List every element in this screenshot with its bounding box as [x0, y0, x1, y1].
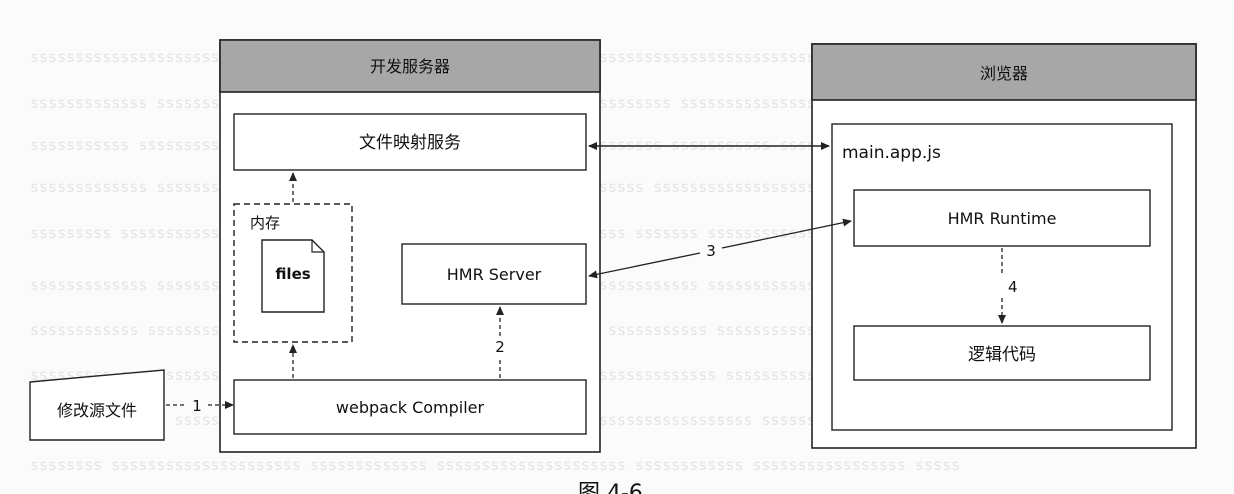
figure-caption: 图 4-6 — [578, 481, 643, 494]
hmr-runtime-label: HMR Runtime — [948, 209, 1057, 228]
hmr-server-label: HMR Server — [447, 265, 542, 284]
files-label: files — [275, 265, 310, 283]
source-edit-label: 修改源文件 — [57, 401, 137, 420]
file-map-service-label: 文件映射服务 — [359, 133, 461, 153]
edge-4: 4 — [998, 248, 1018, 324]
dev-server-header — [219, 39, 601, 93]
hmr-server-box — [401, 243, 587, 305]
edge-3: 3 — [588, 218, 852, 279]
logic-code-label: 逻辑代码 — [968, 345, 1036, 365]
svg-text:ssssssss sssssssssssssssssssss: ssssssss sssssssssssssssssssss sssssssss… — [30, 456, 960, 474]
bundle-label: main.app.js — [842, 143, 941, 163]
dev-server-container: 开发服务器 文件映射服务 内存 files HMR Server webpack… — [219, 39, 601, 453]
edge-2-label: 2 — [495, 338, 505, 356]
source-edit-node: 修改源文件 — [29, 369, 165, 441]
file-map-service-box — [233, 113, 587, 171]
edge-1: 1 — [166, 397, 234, 415]
edge-2: 2 — [495, 306, 505, 378]
files-document-icon — [261, 239, 325, 313]
webpack-compiler-box — [233, 379, 587, 435]
logic-code-box — [853, 325, 1151, 381]
webpack-compiler-label: webpack Compiler — [336, 398, 485, 417]
browser-container: 浏览器 main.app.js HMR Runtime 逻辑代码 — [811, 43, 1197, 449]
browser-header — [811, 43, 1197, 101]
edge-1-label: 1 — [192, 397, 202, 415]
browser-title: 浏览器 — [980, 64, 1028, 83]
hmr-runtime-box — [853, 189, 1151, 247]
bundle-box — [831, 123, 1173, 431]
edge-4-label: 4 — [1008, 278, 1018, 296]
dev-server-title: 开发服务器 — [370, 57, 450, 76]
edge-3-label: 3 — [706, 242, 716, 260]
memory-label: 内存 — [250, 214, 280, 232]
